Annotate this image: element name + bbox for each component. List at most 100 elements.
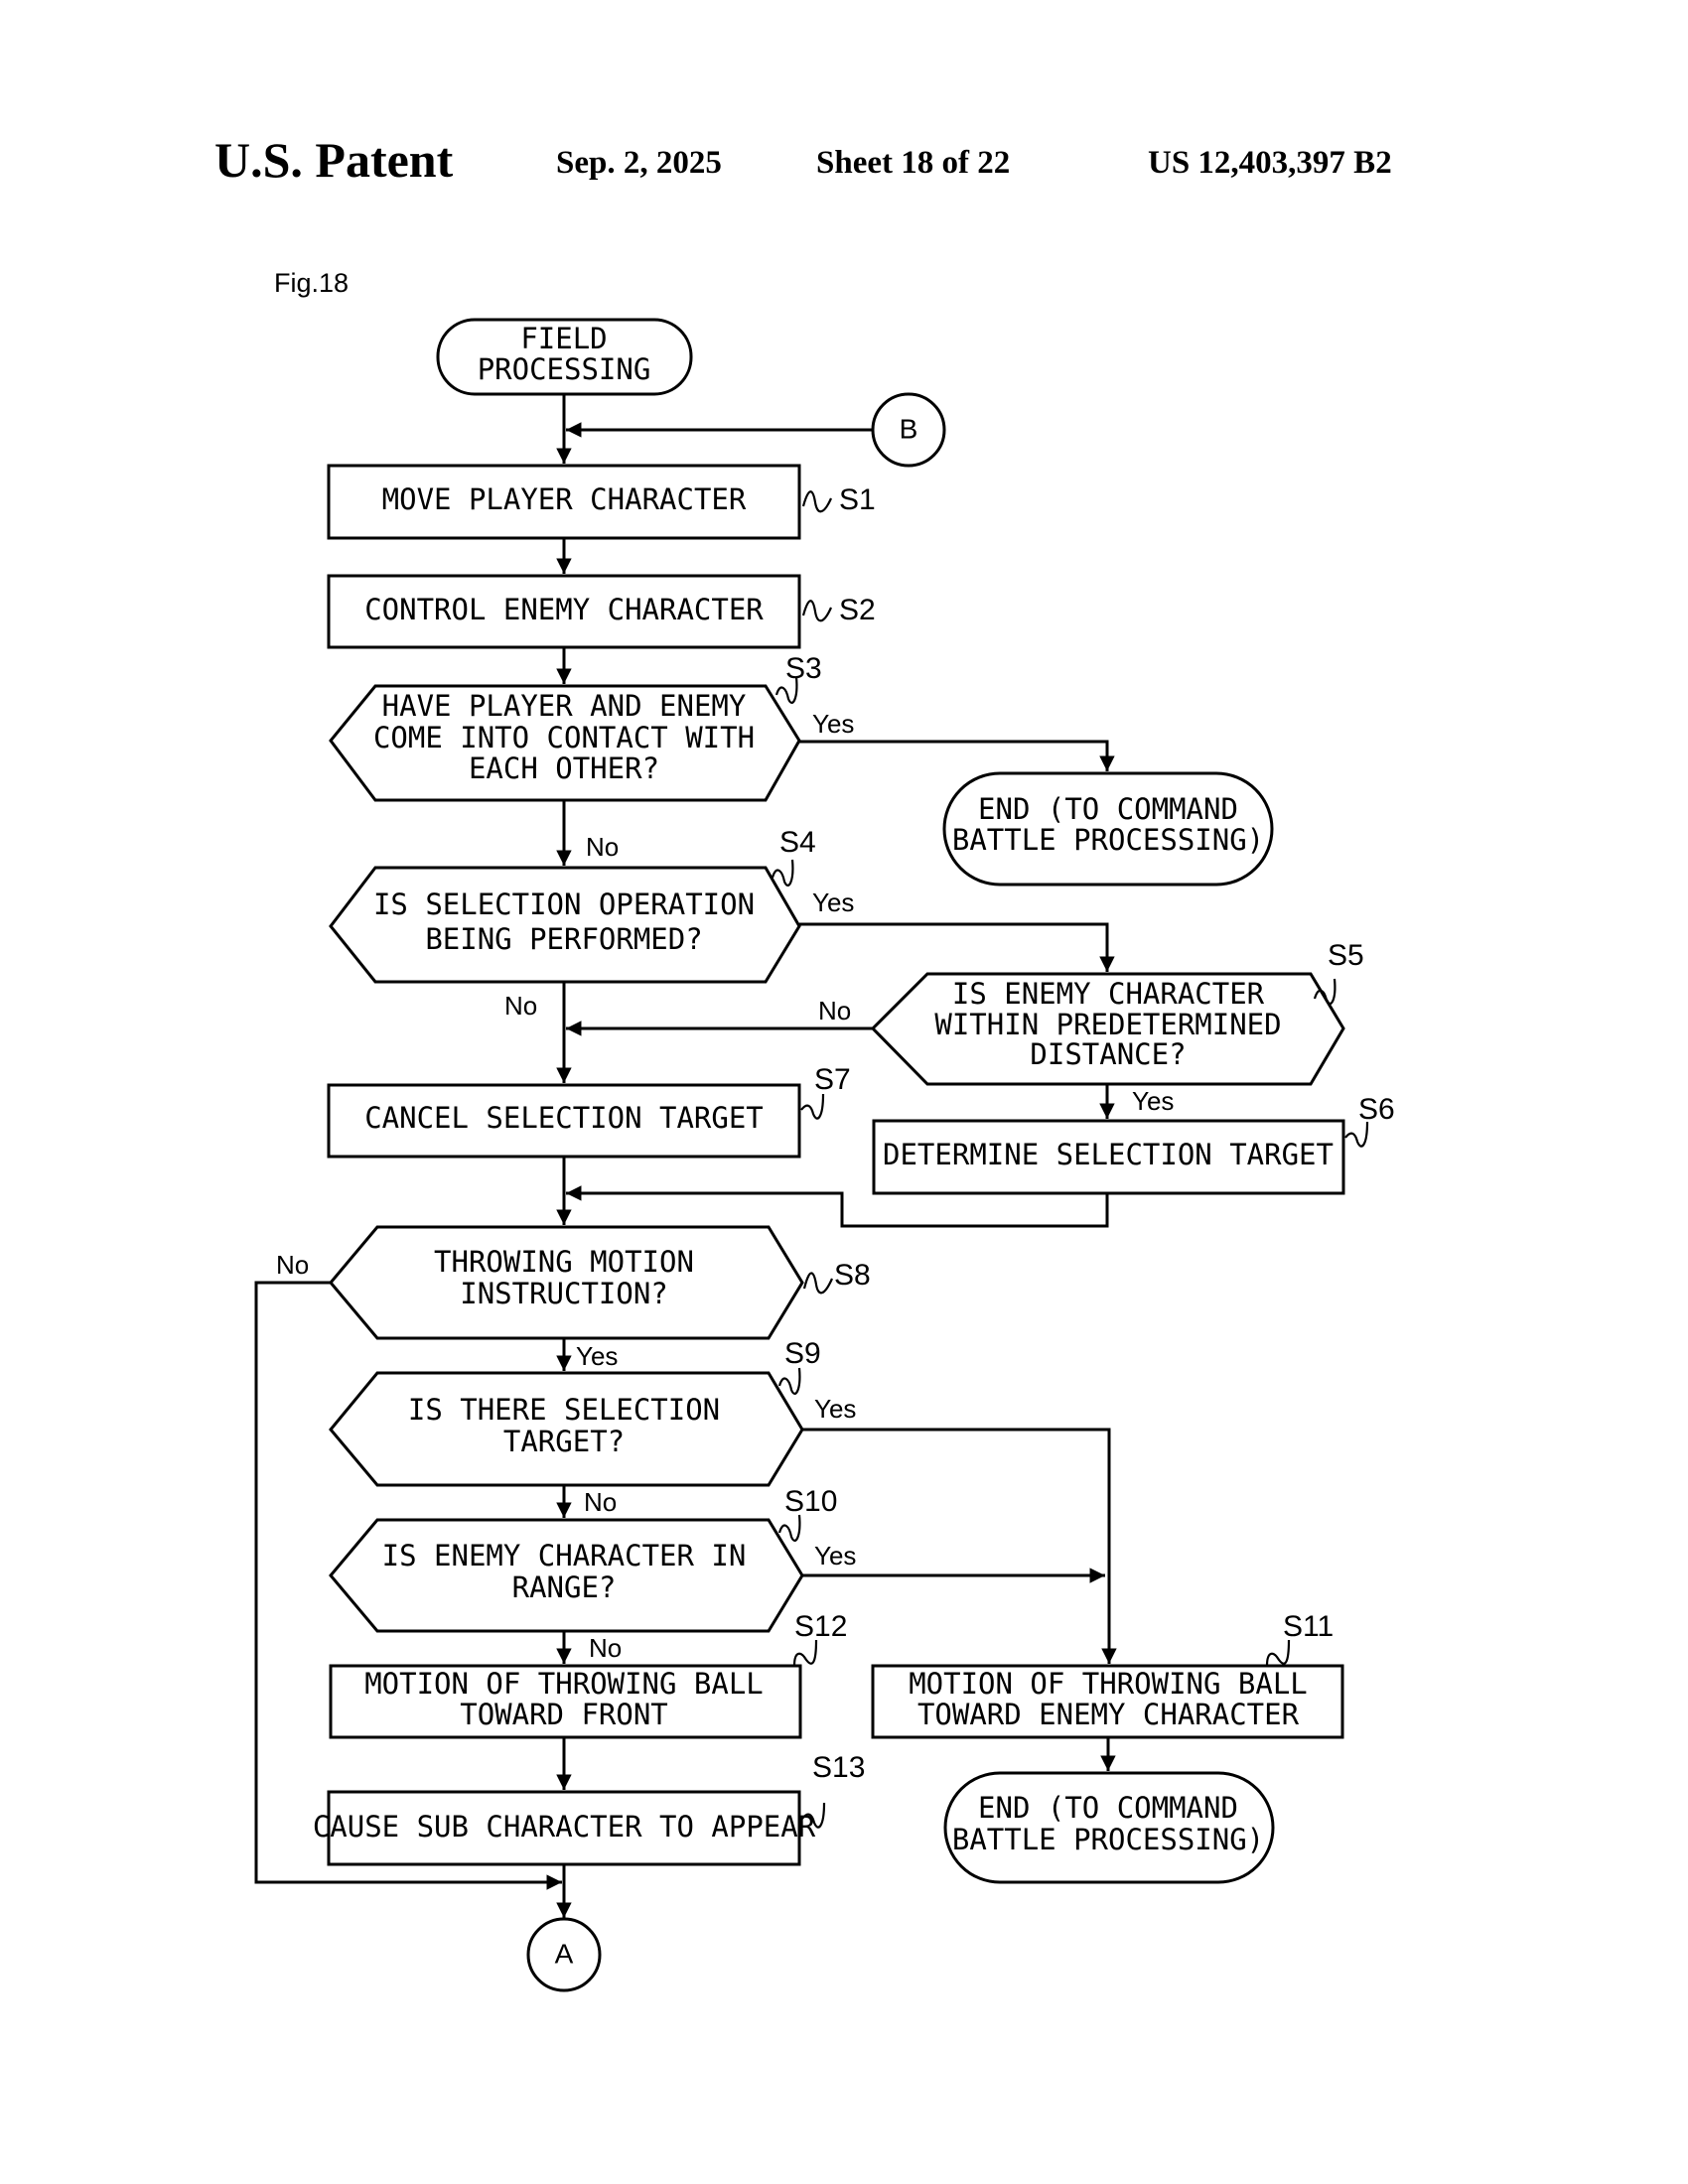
step-s11-leader [1265, 1639, 1291, 1667]
branch-label-no: No [589, 1633, 622, 1663]
decision-s10-text: RANGE? [512, 1570, 617, 1604]
flow-arrow-no [254, 1281, 562, 1890]
step-s11-text: TOWARD ENEMY CHARACTER [917, 1698, 1300, 1731]
decision-s3-leader [774, 676, 798, 704]
start-text-line: FIELD [520, 322, 607, 355]
step-s11: MOTION OF THROWING BALL TOWARD ENEMY CHA… [871, 1610, 1344, 1739]
end-terminator-2-shape [943, 1771, 1275, 1884]
decision-s4-id: S4 [779, 826, 816, 859]
decision-s4-text: IS SELECTION OPERATION [373, 887, 755, 921]
flow-arrow-yes [799, 922, 1115, 972]
step-s12: MOTION OF THROWING BALL TOWARD FRONT S12 [329, 1610, 847, 1739]
decision-s4-text: BEING PERFORMED? [425, 922, 702, 956]
decision-s3-shape [329, 684, 801, 802]
decision-s10-text: IS ENEMY CHARACTER IN [382, 1539, 747, 1572]
step-s7-leader [800, 1093, 825, 1120]
step-s7-box [327, 1083, 801, 1159]
branch-label-no: No [504, 991, 537, 1021]
connector-b: B [871, 392, 946, 468]
step-s6-box [872, 1119, 1345, 1195]
connector-a-label: A [555, 1938, 574, 1969]
step-s2-leader [801, 600, 833, 622]
step-s2: CONTROL ENEMY CHARACTER S2 [327, 574, 876, 649]
end-1-text: BATTLE PROCESSING) [952, 823, 1264, 857]
branch-label-yes: Yes [814, 1394, 856, 1424]
decision-s4: IS SELECTION OPERATION BEING PERFORMED? … [329, 826, 816, 984]
decision-s5-text: DISTANCE? [1030, 1037, 1186, 1071]
decision-s5-text: IS ENEMY CHARACTER [952, 977, 1265, 1011]
figure-label: Fig.18 [274, 268, 349, 298]
end-2-text: END (TO COMMAND [978, 1791, 1238, 1825]
connector-a: A [526, 1917, 602, 1992]
branch-label-yes: Yes [812, 709, 854, 739]
step-s6-id: S6 [1358, 1093, 1395, 1126]
start-terminator: FIELD PROCESSING [436, 318, 693, 396]
step-s13-text: CAUSE SUB CHARACTER TO APPEAR [313, 1810, 816, 1843]
decision-s9: IS THERE SELECTION TARGET? S9 [329, 1337, 821, 1487]
decision-s10-leader [777, 1514, 801, 1542]
end-terminator-2: END (TO COMMAND BATTLE PROCESSING) [943, 1771, 1275, 1884]
step-s2-id: S2 [839, 594, 876, 626]
step-s1-box [327, 464, 801, 540]
patent-header-date: Sep. 2, 2025 [556, 145, 722, 181]
step-s1-id: S1 [839, 483, 876, 516]
flow-arrow-yes [802, 1428, 1117, 1664]
decision-s10-shape [329, 1518, 804, 1633]
step-s11-text: MOTION OF THROWING BALL [909, 1667, 1308, 1701]
step-s13-leader [801, 1802, 826, 1829]
patent-header-title: U.S. Patent [214, 132, 454, 188]
decision-s3-text: EACH OTHER? [469, 751, 659, 785]
decision-s4-shape [329, 866, 801, 984]
branch-label-no: No [818, 996, 851, 1025]
branch-label-yes: Yes [812, 887, 854, 917]
decision-s5: IS ENEMY CHARACTER WITHIN PREDETERMINED … [870, 939, 1364, 1086]
decision-s3-text: HAVE PLAYER AND ENEMY [382, 689, 747, 723]
step-s7-text: CANCEL SELECTION TARGET [364, 1101, 764, 1135]
decision-s8-text: THROWING MOTION [434, 1245, 694, 1279]
step-s12-text: TOWARD FRONT [460, 1698, 668, 1731]
connector-a-circle [526, 1917, 602, 1992]
step-s11-box [871, 1664, 1344, 1739]
step-s13: CAUSE SUB CHARACTER TO APPEAR S13 [313, 1751, 865, 1866]
step-s12-box [329, 1664, 802, 1739]
connector-b-label: B [900, 413, 918, 444]
branch-label-yes: Yes [576, 1341, 618, 1371]
step-s1-leader [801, 490, 833, 513]
decision-s9-text: IS THERE SELECTION [408, 1393, 720, 1427]
step-s12-leader [792, 1639, 818, 1667]
step-s13-box [327, 1790, 801, 1866]
decision-s8: THROWING MOTION INSTRUCTION? S8 [329, 1225, 871, 1340]
step-s13-id: S13 [812, 1751, 865, 1784]
decision-s5-id: S5 [1328, 939, 1364, 972]
step-s6-text: DETERMINE SELECTION TARGET [883, 1138, 1334, 1171]
decision-s9-shape [329, 1371, 804, 1487]
patent-header-number: US 12,403,397 B2 [1148, 145, 1392, 181]
end-terminator-1-shape [942, 771, 1274, 887]
start-text-line: PROCESSING [478, 352, 651, 386]
decision-s3: HAVE PLAYER AND ENEMY COME INTO CONTACT … [329, 652, 822, 802]
step-s1: MOVE PLAYER CHARACTER S1 [327, 464, 876, 540]
step-s6: DETERMINE SELECTION TARGET S6 [872, 1093, 1395, 1195]
branch-label-yes: Yes [1132, 1086, 1174, 1116]
decision-s10: IS ENEMY CHARACTER IN RANGE? S10 [329, 1485, 837, 1633]
decision-s3-text: COME INTO CONTACT WITH [373, 721, 755, 754]
step-s12-text: MOTION OF THROWING BALL [364, 1667, 764, 1701]
step-s2-text: CONTROL ENEMY CHARACTER [364, 593, 764, 626]
decision-s9-text: TARGET? [503, 1425, 625, 1458]
decision-s4-leader [771, 859, 794, 887]
step-s6-leader [1344, 1121, 1369, 1148]
decision-s8-leader [802, 1272, 834, 1295]
step-s12-id: S12 [794, 1610, 847, 1643]
end-2-text: BATTLE PROCESSING) [952, 1823, 1264, 1856]
end-1-text: END (TO COMMAND [978, 792, 1238, 826]
step-s1-text: MOVE PLAYER CHARACTER [382, 482, 747, 516]
step-s7: CANCEL SELECTION TARGET S7 [327, 1063, 851, 1159]
flow-arrow [566, 1185, 1109, 1228]
decision-s8-text: INSTRUCTION? [460, 1277, 668, 1310]
branch-label-no: No [276, 1250, 309, 1280]
branch-label-no: No [584, 1487, 617, 1517]
step-s2-box [327, 574, 801, 649]
branch-label-yes: Yes [814, 1541, 856, 1570]
decision-s5-text: WITHIN PREDETERMINED [934, 1008, 1281, 1041]
